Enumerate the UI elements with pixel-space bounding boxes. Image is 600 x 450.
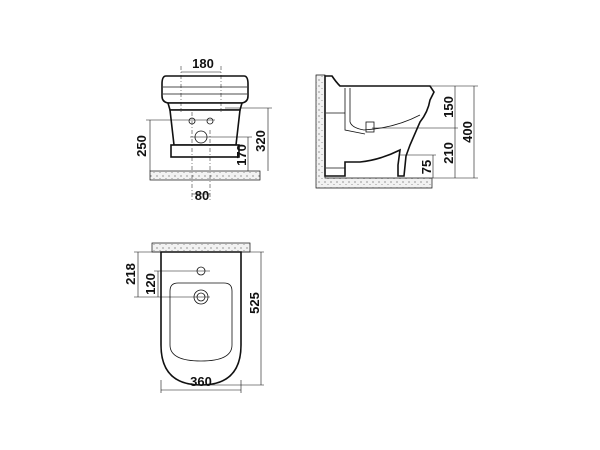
dim-label-80: 80 bbox=[195, 188, 209, 203]
front-view: 180 250 320 170 80 bbox=[134, 56, 272, 203]
dim-label-75: 75 bbox=[419, 160, 434, 174]
bidet-rim-front bbox=[161, 75, 249, 104]
bidet-body-front bbox=[169, 109, 241, 146]
dim-label-218: 218 bbox=[123, 263, 138, 285]
dim-label-210: 210 bbox=[441, 142, 456, 164]
floor-hatch bbox=[149, 170, 261, 181]
top-view: 218 120 525 360 bbox=[123, 242, 264, 393]
bidet-body-side bbox=[324, 75, 435, 177]
dim-label-525: 525 bbox=[247, 292, 262, 314]
dim-label-250: 250 bbox=[134, 135, 149, 157]
bowl-outline bbox=[169, 282, 233, 362]
dim-label-360: 360 bbox=[190, 374, 212, 389]
dim-label-400: 400 bbox=[460, 121, 475, 143]
dim-label-170: 170 bbox=[234, 144, 249, 166]
bidet-base-front bbox=[170, 144, 240, 158]
side-view: 150 400 210 75 bbox=[315, 74, 478, 189]
wall-hatch bbox=[151, 242, 251, 253]
dim-label-180: 180 bbox=[192, 56, 214, 71]
dim-label-150: 150 bbox=[441, 96, 456, 118]
dim-label-120: 120 bbox=[143, 273, 158, 295]
bidet-outline-top bbox=[160, 251, 242, 386]
dim-label-320: 320 bbox=[253, 130, 268, 152]
